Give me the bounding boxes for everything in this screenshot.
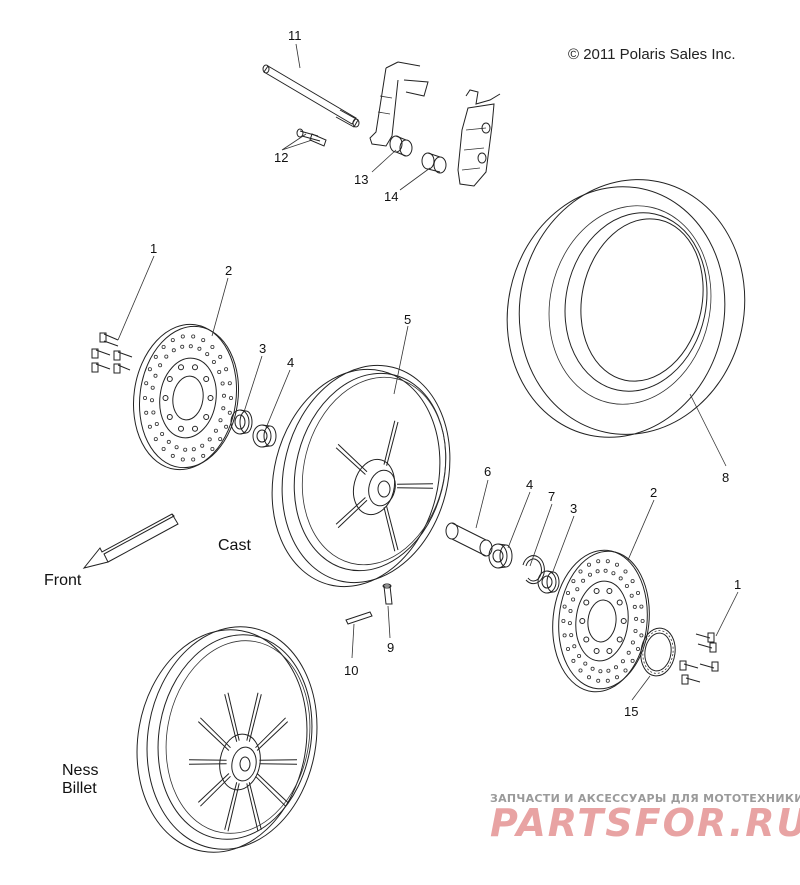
watermark-brand: PARTSFOR.RU [490,801,800,845]
callout-10: 10 [344,663,358,678]
front-direction-arrow [82,513,179,569]
callout-3-right: 3 [570,501,577,516]
ness-billet-wheel [136,626,318,853]
callout-7: 7 [548,489,555,504]
bearing-right [488,543,513,569]
callout-14: 14 [384,189,398,204]
label-cast: Cast [218,537,251,554]
callout-12: 12 [274,150,288,165]
axle-pinch-bolts [296,128,327,147]
seal-right [537,570,560,594]
callout-5: 5 [404,312,411,327]
fork-leg-right [457,89,501,187]
brake-disc-left [132,323,240,471]
callout-6: 6 [484,464,491,479]
callout-9: 9 [387,640,394,655]
abs-tone-ring [640,627,676,677]
axle-spacer-left [389,135,413,157]
disc-bolts-right [679,632,719,685]
fork-leg-left [369,61,429,147]
front-axle [262,64,360,128]
callout-8: 8 [722,470,729,485]
valve-stem [382,583,393,605]
callout-13: 13 [354,172,368,187]
callout-numbers: 1 2 3 4 5 6 7 8 9 10 11 12 13 14 15 1 2 … [150,28,741,719]
copyright-text: © 2011 Polaris Sales Inc. [568,46,736,63]
cast-wheel [271,364,451,588]
callout-2-right: 2 [650,485,657,500]
watermark-tagline: ЗАПЧАСТИ И АКСЕССУАРЫ ДЛЯ МОТОТЕХНИКИ [490,792,800,805]
label-front: Front [44,572,82,589]
brake-disc-right [552,549,650,693]
disc-bolts-left [91,332,133,374]
axle-spacer-right [421,152,447,174]
wheel-spacer [445,522,493,557]
callout-3-left: 3 [259,341,266,356]
snap-ring [522,555,545,585]
callout-4-right: 4 [526,477,533,492]
balance-weight [345,611,373,625]
seal-left [230,409,253,435]
watermark: ЗАПЧАСТИ И АКСЕССУАРЫ ДЛЯ МОТОТЕХНИКИ PA… [490,792,800,845]
callout-4-left: 4 [287,355,294,370]
label-billet: Billet [62,780,97,797]
front-tire [506,179,746,438]
callout-1-right: 1 [734,577,741,592]
callout-15: 15 [624,704,638,719]
label-ness: Ness [62,762,98,779]
callout-2-left: 2 [225,263,232,278]
leader-lines [117,43,739,701]
bearing-left [252,424,277,448]
callout-1-left: 1 [150,241,157,256]
callout-11: 11 [288,28,302,43]
